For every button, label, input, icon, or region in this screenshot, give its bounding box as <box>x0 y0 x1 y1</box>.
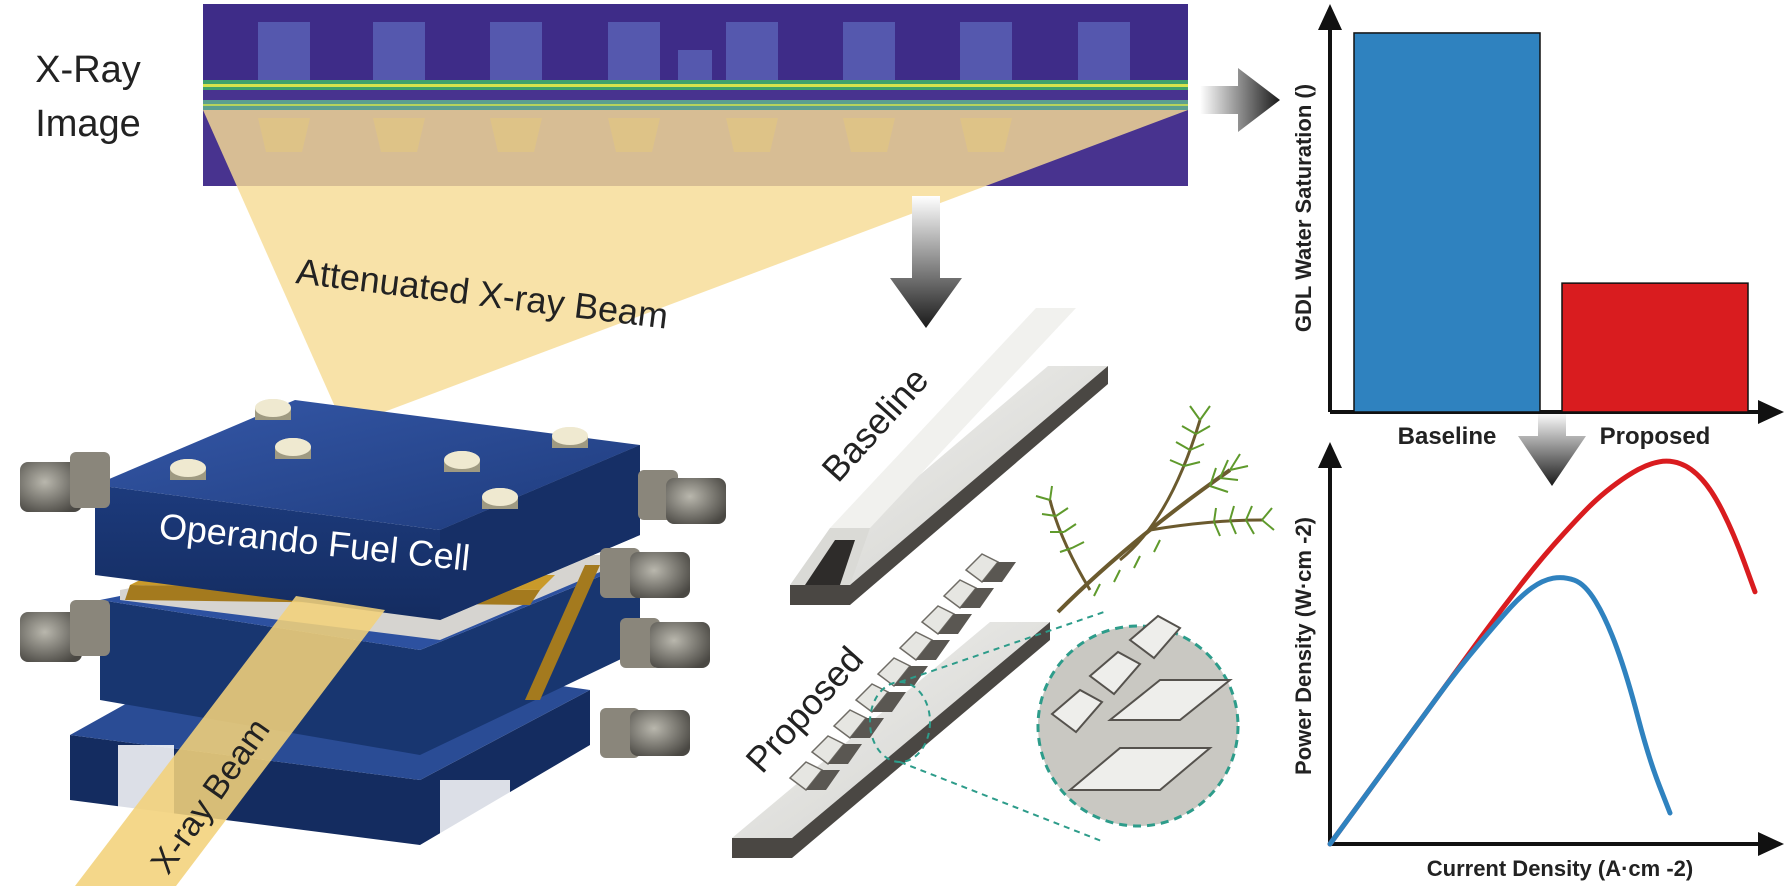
proposed-channel <box>732 553 1240 858</box>
baseline-channel <box>790 308 1108 605</box>
proposed-zoom-line-top <box>899 611 1105 683</box>
xray-image-gdl-line <box>203 104 1188 106</box>
line-chart-series <box>1327 458 1758 847</box>
bar-tick-label-baseline: Baseline <box>1398 423 1497 450</box>
line-series-baseline <box>1327 575 1673 847</box>
bar-proposed <box>1561 282 1749 413</box>
baseline-channel-rib-top <box>830 308 1076 528</box>
line-chart-y-label: Power Density (W·cm -2) <box>1291 517 1316 775</box>
attenuated-beam <box>203 110 1188 418</box>
fuel-cell-fittings <box>20 452 726 758</box>
proposed-zoom-line-bottom <box>899 761 1105 843</box>
proposed-channel-side <box>792 622 1050 858</box>
baseline-channel-side <box>850 366 1108 605</box>
xray-image-membrane-core <box>203 84 1188 87</box>
line-chart-x-label: Current Density (A·cm -2) <box>1427 856 1693 881</box>
baseline-channel-flat <box>790 366 1108 585</box>
proposed-zoom-fins <box>1050 614 1233 791</box>
fuel-cell-bolts <box>170 399 588 509</box>
line-series-proposed <box>1327 458 1758 847</box>
bar-chart-ticks: Baseline Proposed <box>1398 423 1711 450</box>
line-chart-x-arrowhead <box>1758 832 1784 856</box>
fuel-cell-upper-plate-side <box>440 445 640 620</box>
baseline-channel-profile <box>805 540 855 585</box>
fuel-cell-gasket-side <box>525 565 600 700</box>
bar-tick-label-proposed: Proposed <box>1600 423 1711 450</box>
xray-beam <box>75 596 385 886</box>
line-chart-y-arrowhead <box>1318 442 1342 468</box>
bar-baseline <box>1353 32 1541 413</box>
arrow-to-power-curve <box>1518 412 1586 486</box>
proposed-channel-end <box>732 838 792 858</box>
bar-chart-y-arrowhead <box>1318 4 1342 30</box>
bar-chart-y-label: GDL Water Saturation () <box>1291 84 1316 332</box>
xray-image-ribs <box>258 22 1130 82</box>
xray-image-beam-ribs <box>258 118 1012 152</box>
bar-chart-x-arrowhead <box>1758 400 1784 424</box>
xray-image-label-line2: Image <box>35 103 141 145</box>
pine-branch <box>1035 405 1275 614</box>
arrow-to-channels <box>890 196 962 328</box>
baseline-channel-end <box>790 585 850 605</box>
fuel-cell-hardware <box>20 399 726 845</box>
bar-chart-bars <box>1353 32 1749 413</box>
xray-image-label-line1: X-Ray <box>35 49 141 91</box>
arrow-to-bar-chart <box>1200 68 1280 132</box>
fuel-cell-base-slot-right <box>440 780 510 840</box>
